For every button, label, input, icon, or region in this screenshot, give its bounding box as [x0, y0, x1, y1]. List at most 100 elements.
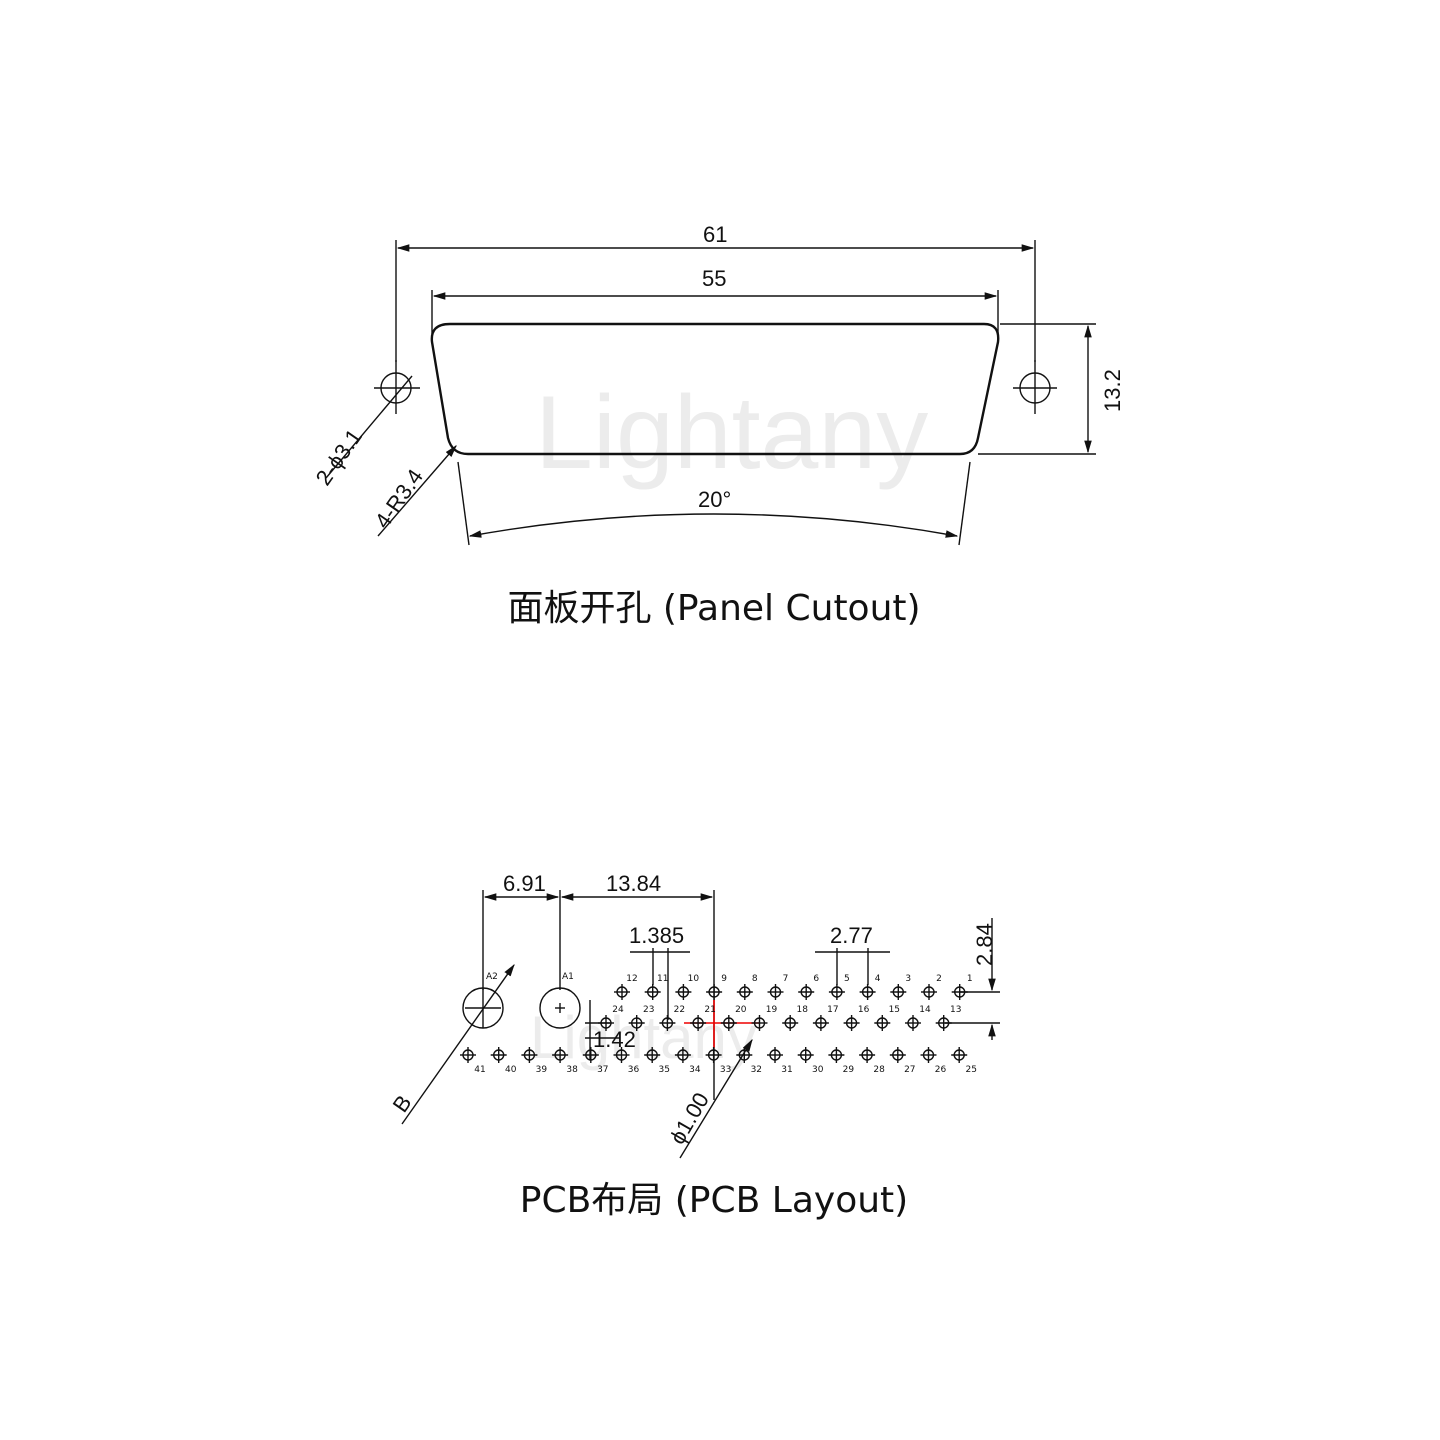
watermark-top: Lightany	[535, 375, 928, 491]
row2-pin: 18	[782, 1005, 808, 1031]
pin-row-2: 24 23 22 21 20 19 18 17 16 15 14 13	[598, 1005, 961, 1031]
row3-pin-label: 41	[474, 1065, 485, 1075]
row1-pin: 7	[767, 974, 789, 1000]
mount-hole-right	[1013, 360, 1057, 414]
row1-pin: 8	[736, 974, 758, 1000]
row1-pin-label: 2	[936, 974, 942, 984]
leader-holes	[325, 375, 413, 479]
row1-pin-label: 7	[783, 974, 789, 984]
row1-pin-label: 11	[657, 974, 668, 984]
row3-pin-label: 26	[935, 1065, 947, 1075]
row3-pin-label: 37	[597, 1065, 608, 1075]
row3-pin-label: 39	[536, 1065, 548, 1075]
leader-b	[401, 963, 515, 1125]
row3-pin: 26	[920, 1047, 947, 1075]
row1-pin-label: 9	[721, 974, 727, 984]
row3-pin-label: 33	[720, 1065, 731, 1075]
dim-height: 13.2	[1100, 369, 1125, 412]
row1-pin-label: 5	[844, 974, 850, 984]
dim-pin-hole: ϕ1.00	[665, 1088, 714, 1148]
dim-row-spacing: 2.84	[972, 923, 997, 966]
row3-pin: 30	[797, 1047, 824, 1075]
dim-row-offset: 1.42	[593, 1027, 636, 1052]
row3-pin-label: 36	[628, 1065, 640, 1075]
pcb-layout-caption: PCB布局 (PCB Layout)	[520, 1180, 908, 1221]
row2-pin-label: 15	[889, 1005, 900, 1015]
row3-pin: 38	[552, 1047, 578, 1075]
row3-pin: 36	[613, 1047, 640, 1075]
pcb-layout-drawing: A2 A1 B 6.91 13.84 1.385 2.77 2	[388, 871, 1000, 1221]
row2-pin-label: 17	[827, 1005, 838, 1015]
row3-pin-label: 34	[689, 1065, 701, 1075]
row1-pin-label: 10	[688, 974, 700, 984]
row1-pin: 6	[798, 974, 819, 1000]
dim-a1-to-center: 13.84	[606, 871, 661, 896]
row1-pin: 5	[828, 974, 850, 1000]
row3-pin: 29	[828, 1047, 854, 1075]
leader-pin-hole	[679, 1038, 753, 1159]
row3-pin-label: 38	[566, 1065, 578, 1075]
row2-pin-label: 24	[612, 1005, 624, 1015]
row2-pin-label: 19	[766, 1005, 778, 1015]
dim-half-offset: 1.385	[629, 923, 684, 948]
row1-pin: 10	[675, 974, 699, 1000]
row2-pin-label: 13	[950, 1005, 961, 1015]
row3-pin-label: 35	[658, 1065, 669, 1075]
dim-overall-width: 61	[703, 222, 727, 247]
row3-pin: 28	[859, 1047, 885, 1075]
row2-pin: 20	[720, 1005, 747, 1031]
row3-pin: 39	[521, 1047, 547, 1075]
row2-pin-label: 22	[674, 1005, 685, 1015]
row3-pin-label: 28	[873, 1065, 885, 1075]
row1-pin: 1	[951, 974, 973, 1000]
row3-pin: 25	[951, 1047, 977, 1075]
row1-pin: 11	[644, 974, 668, 1000]
row3-pin: 37	[582, 1047, 609, 1075]
leader-radius	[377, 445, 457, 537]
row2-pin: 22	[659, 1005, 685, 1031]
row3-pin: 27	[889, 1047, 916, 1075]
row2-pin: 13	[935, 1005, 961, 1031]
row2-pin: 17	[812, 1005, 839, 1031]
row3-pin-label: 27	[904, 1065, 915, 1075]
row2-pin-label: 16	[858, 1005, 870, 1015]
label-a1: A1	[562, 972, 574, 982]
row2-pin-label: 20	[735, 1005, 747, 1015]
row1-pin: 3	[890, 974, 911, 1000]
row1-pin-label: 4	[875, 974, 881, 984]
mount-hole-left	[374, 360, 420, 414]
row2-pin: 14	[905, 1005, 931, 1031]
row3-pin-label: 30	[812, 1065, 824, 1075]
label-a2: A2	[486, 972, 498, 982]
row2-pin-label: 23	[643, 1005, 654, 1015]
row2-pin: 23	[628, 1005, 654, 1031]
dim-arc-angle	[468, 513, 959, 538]
row3-pin: 32	[736, 1047, 762, 1075]
row2-pin: 21	[690, 1005, 716, 1031]
row3-pin: 31	[767, 1047, 793, 1075]
row1-pin-label: 8	[752, 974, 758, 984]
dim-corner-radius: 4-R3.4	[370, 464, 428, 532]
dim-opening-width: 55	[702, 266, 726, 291]
dim-mount-holes: 2-ϕ3.1	[311, 424, 367, 490]
row1-pin-label: 12	[626, 974, 637, 984]
row1-pin: 12	[614, 974, 638, 1000]
row2-pin: 16	[843, 1005, 870, 1031]
row3-pin-label: 40	[505, 1065, 517, 1075]
row2-pin-label: 21	[704, 1005, 715, 1015]
dim-pitch: 2.77	[830, 923, 873, 948]
row3-pin: 41	[460, 1047, 486, 1075]
row1-pin: 9	[706, 974, 727, 1000]
row1-pin-label: 6	[813, 974, 819, 984]
row3-pin-label: 29	[843, 1065, 855, 1075]
row2-pin: 24	[598, 1005, 624, 1031]
dim-a2-to-a1: 6.91	[503, 871, 546, 896]
row3-pin: 34	[674, 1047, 701, 1075]
row2-pin: 19	[751, 1005, 778, 1031]
row2-pin: 15	[874, 1005, 900, 1031]
row3-pin: 33	[705, 1047, 731, 1075]
row3-pin-label: 25	[965, 1065, 976, 1075]
